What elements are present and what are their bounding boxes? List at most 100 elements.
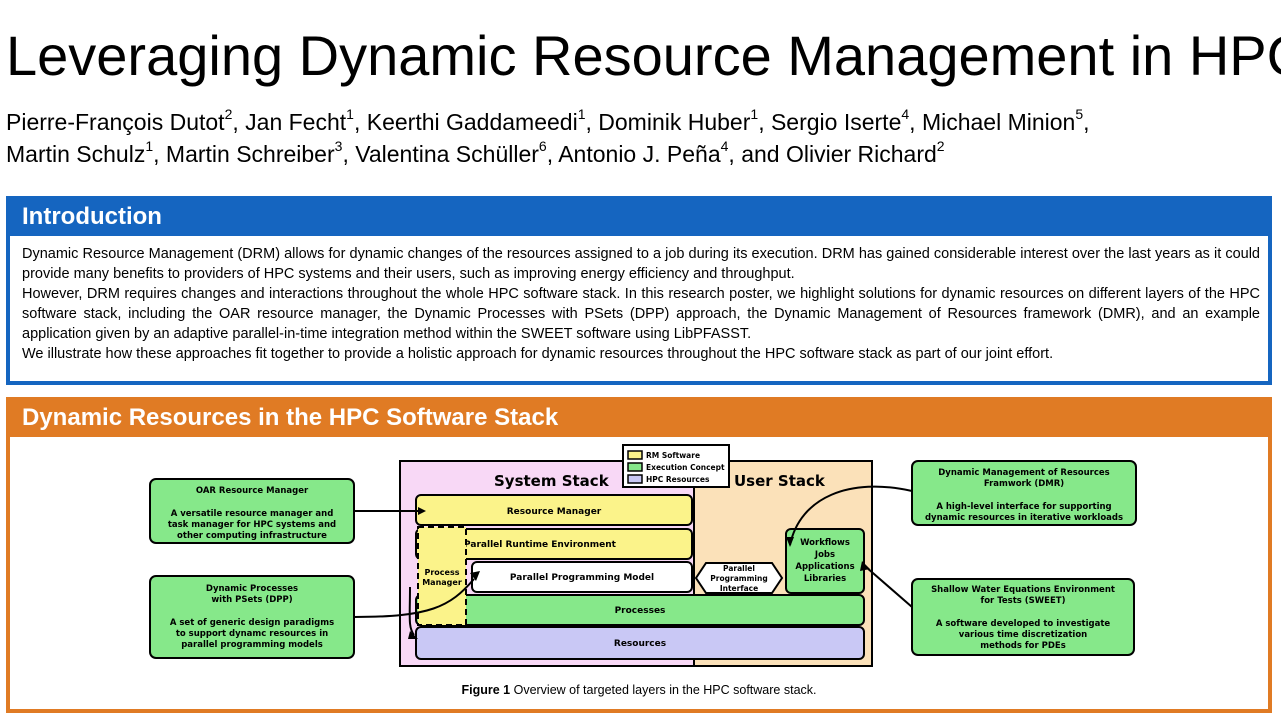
author-affiliation: 5: [1075, 106, 1084, 123]
dpp-desc: to support dynamc resources in: [176, 629, 328, 639]
sweet-title: Shallow Water Equations Environment: [931, 585, 1115, 595]
figure-caption-text: Overview of targeted layers in the HPC s…: [510, 683, 817, 697]
author-name: Olivier Richard: [785, 141, 937, 167]
parallel-runtime-layer: [415, 528, 693, 560]
figure-caption: Figure 1 Overview of targeted layers in …: [10, 683, 1268, 697]
resource-manager-label: Resource Manager: [507, 507, 602, 517]
legend-swatch-purple: [627, 474, 643, 484]
dpp-desc: parallel programming models: [181, 640, 323, 650]
sweet-connector: [865, 566, 913, 608]
dmr-callout: [911, 460, 1137, 526]
legend-label: RM Software: [646, 451, 700, 460]
dmr-connector: [789, 485, 913, 546]
introduction-section: Introduction Dynamic Resource Management…: [6, 196, 1272, 385]
stack-diagram: System Stack User Stack RM Software Exec…: [149, 444, 1137, 667]
legend-swatch-green: [627, 462, 643, 472]
ppi-label: Programming: [710, 574, 767, 583]
user-stack-label: User Stack: [734, 472, 826, 490]
author-name: Jan Fecht: [245, 109, 347, 135]
author-affiliation: 4: [901, 106, 910, 123]
dmr-desc: A high-level interface for supporting: [936, 502, 1111, 512]
pm-connector: [408, 586, 415, 636]
legend-swatch-yellow: [627, 450, 643, 460]
author-name: Martin Schreiber: [165, 141, 335, 167]
author-separator: ,: [758, 109, 771, 135]
intro-paragraph: However, DRM requires changes and intera…: [22, 286, 1260, 342]
ppi-label: Interface: [720, 584, 758, 593]
legend-label: HPC Resources: [646, 475, 710, 484]
author-name: Michael Minion: [921, 109, 1076, 135]
author-separator: ,: [909, 109, 922, 135]
software-stack-section: Dynamic Resources in the HPC Software St…: [6, 397, 1272, 713]
oar-title: OAR Resource Manager: [196, 486, 309, 496]
dpp-title: with PSets (DPP): [211, 595, 292, 605]
author-affiliation: 6: [538, 138, 547, 155]
author-name: Dominik Huber: [598, 109, 751, 135]
author-separator: ,: [546, 141, 559, 167]
oar-desc: task manager for HPC systems and: [168, 520, 336, 530]
arrowheads: [408, 507, 870, 639]
intro-paragraph: Dynamic Resource Management (DRM) allows…: [22, 246, 1260, 282]
sweet-desc: A software developed to investigate: [936, 619, 1111, 629]
author-name: Antonio J. Peña: [558, 141, 721, 167]
parallel-programming-interface: [694, 562, 784, 594]
figure-label: Figure 1: [461, 683, 511, 697]
dmr-title: Framwork (DMR): [984, 479, 1064, 489]
introduction-body: Dynamic Resource Management (DRM) allows…: [22, 244, 1260, 364]
author-affiliation: 1: [346, 106, 354, 123]
author-affiliation: 2: [936, 138, 945, 155]
ppi-label: Parallel: [723, 564, 755, 573]
sweet-desc: various time discretization: [959, 630, 1087, 640]
sweet-title: for Tests (SWEET): [981, 596, 1066, 606]
parallel-programming-model-label: Parallel Programming Model: [510, 573, 654, 583]
software-stack-heading: Dynamic Resources in the HPC Software St…: [10, 401, 1268, 437]
workflows-label: Applications: [795, 562, 854, 572]
author-affiliation: 3: [334, 138, 343, 155]
processes-layer: [415, 594, 865, 626]
author-name: Pierre-François Dutot: [6, 109, 225, 135]
process-manager-box: [417, 526, 467, 626]
workflows-label: Jobs: [814, 550, 835, 560]
connectors: [353, 485, 913, 636]
system-stack-label: System Stack: [494, 472, 610, 490]
resources-layer: [415, 626, 865, 660]
introduction-heading: Introduction: [10, 200, 1268, 236]
oar-desc: other computing infrastructure: [177, 531, 327, 541]
author-affiliation: 1: [750, 106, 759, 123]
process-manager-label: Manager: [422, 578, 462, 587]
sweet-desc: methods for PDEs: [980, 641, 1066, 651]
sweet-callout: [911, 578, 1135, 656]
author-separator: , and: [728, 141, 786, 167]
poster-title: Leveraging Dynamic Resource Management i…: [6, 24, 1281, 87]
author-separator: ,: [232, 109, 246, 135]
dpp-desc: A set of generic design paradigms: [170, 618, 334, 628]
dmr-desc: dynamic resources in iterative workloads: [925, 513, 1123, 523]
dpp-title: Dynamic Processes: [206, 584, 298, 594]
processes-label: Processes: [615, 606, 666, 616]
author-name: Sergio Iserte: [770, 109, 902, 135]
process-manager-label: Process: [425, 568, 460, 577]
author-separator: ,: [1083, 109, 1090, 135]
author-name: Valentina Schüller: [355, 141, 539, 167]
intro-paragraph: We illustrate how these approaches fit t…: [22, 346, 1054, 362]
author-affiliation: 1: [577, 106, 586, 123]
dpp-connector: [353, 578, 475, 618]
author-name: Martin Schulz: [6, 141, 146, 167]
author-list: Pierre-François Dutot2, Jan Fecht1, Keer…: [6, 106, 1266, 170]
legend-label: Execution Concept: [646, 463, 725, 472]
oar-desc: A versatile resource manager and: [171, 509, 334, 519]
workflows-label: Libraries: [804, 574, 846, 584]
author-name: Keerthi Gaddameedi: [366, 109, 578, 135]
author-separator: ,: [585, 109, 599, 135]
workflows-label: Workflows: [800, 538, 850, 548]
author-affiliation: 1: [145, 138, 154, 155]
author-affiliation: 2: [224, 106, 233, 123]
parallel-programming-model-layer: [471, 561, 693, 593]
dmr-title: Dynamic Management of Resources: [938, 468, 1110, 478]
author-separator: ,: [153, 141, 166, 167]
author-separator: ,: [342, 141, 356, 167]
parallel-runtime-label: Parallel Runtime Environment: [464, 540, 617, 550]
resources-label: Resources: [614, 639, 666, 649]
workflows-box: [785, 528, 865, 594]
author-separator: ,: [353, 109, 367, 135]
